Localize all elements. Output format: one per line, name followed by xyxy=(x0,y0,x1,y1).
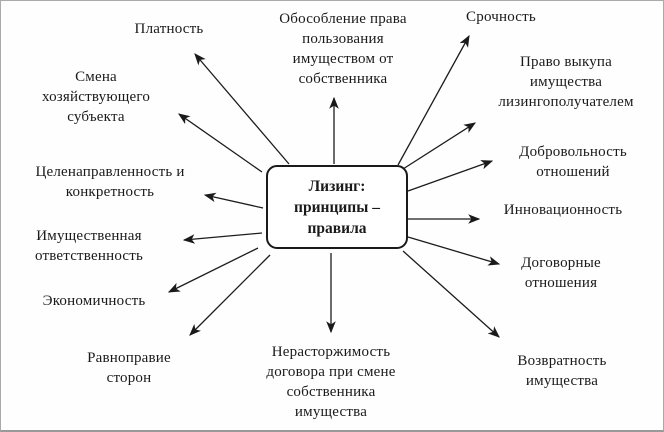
node-smena: Смена хозяйствующего субъекта xyxy=(41,69,151,125)
node-dobrovolnost: Добровольность отношений xyxy=(519,144,627,180)
node-platnost: Платность xyxy=(134,21,204,37)
arrow-to-celenapravlennost xyxy=(203,192,264,209)
arrow-to-imushchestvennaya xyxy=(182,232,263,244)
node-vozvratnost: Возвратность имущества xyxy=(517,353,607,389)
arrow-to-platnost xyxy=(194,53,290,165)
node-srochnost: Срочность xyxy=(466,9,536,25)
arrow-to-ravnopravie xyxy=(189,254,271,336)
arrow-to-dobrovolnost xyxy=(407,160,494,192)
arrow-to-ekonomichnost xyxy=(167,247,259,293)
node-imushchestvennaya: Имущественная ответственность xyxy=(34,228,144,264)
arrow-to-pravo-vykupa xyxy=(402,122,477,170)
node-innovacionnost: Инновационность xyxy=(503,202,623,218)
node-ravnopravie: Равноправие сторон xyxy=(87,350,171,386)
arrow-to-smena xyxy=(178,113,263,173)
node-nerastorzhimost: Нерасторжимость договора при смене собст… xyxy=(266,344,396,420)
node-pravo-vykupa: Право выкупа имущества лизингополучателе… xyxy=(498,54,634,110)
node-dogovornye: Договорные отношения xyxy=(521,255,601,291)
arrow-to-vozvratnost xyxy=(402,250,500,338)
node-ekonomichnost: Экономичность xyxy=(42,293,146,309)
arrow-to-srochnost xyxy=(397,34,470,166)
central-node: Лизинг: принципы – правила xyxy=(266,165,408,249)
node-celenapravlennost: Целенаправленность и конкретность xyxy=(35,164,185,200)
node-obosoblenie: Обособление права пользования имуществом… xyxy=(279,11,407,87)
arrow-to-dogovornye xyxy=(407,236,501,266)
